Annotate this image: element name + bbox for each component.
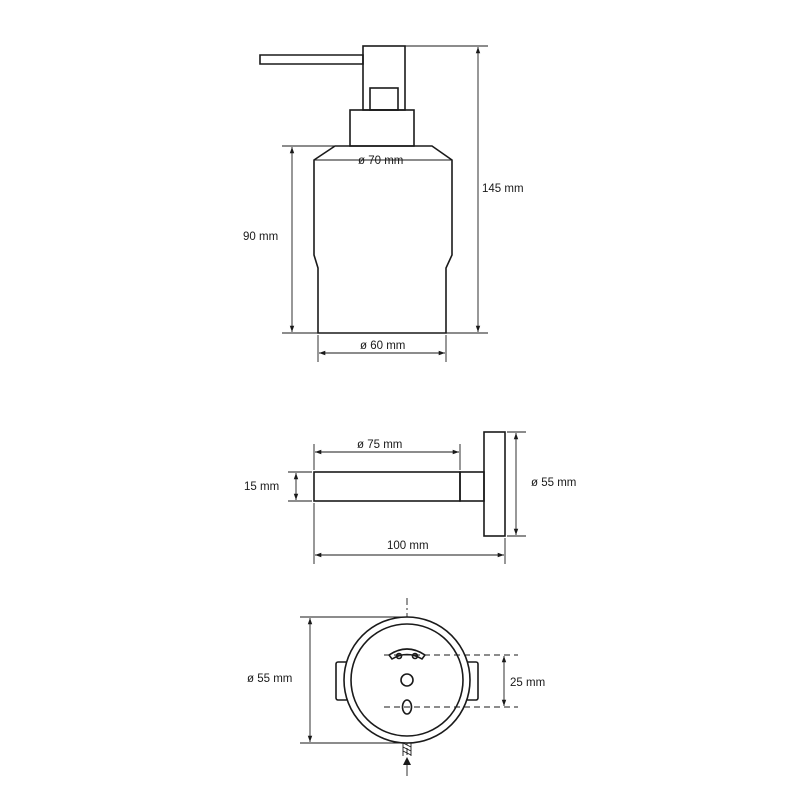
wall-flange (483, 431, 506, 537)
top-diameter-label: ø 70 mm (358, 155, 403, 167)
glass-height-label: 90 mm (243, 231, 278, 243)
height-label: 145 mm (482, 183, 524, 195)
screw-hole (401, 699, 413, 715)
ring-diameter-label: ø 75 mm (357, 439, 402, 451)
flange-diameter-label: ø 55 mm (531, 477, 576, 489)
ring-thickness-label: 15 mm (244, 481, 279, 493)
hole-spacing-label: 25 mm (510, 677, 545, 689)
side-view: ø 75 mm 15 mm ø 55 mm 100 mm (244, 431, 576, 564)
projection-label: 100 mm (387, 540, 429, 552)
ring-holder (313, 471, 461, 502)
front-view: 145 mm 90 mm ø 70 mm ø 60 mm (243, 45, 524, 362)
mounting-direction-arrow-icon (403, 757, 411, 776)
pump-collar (349, 109, 415, 147)
screw-icon (402, 742, 412, 756)
keyhole-slot (387, 648, 427, 661)
pump-spout (259, 54, 364, 65)
glass-body (313, 145, 453, 334)
wall-flange-diameter-label: ø 55 mm (247, 673, 292, 685)
wall-view: ø 55 mm 25 mm (247, 598, 545, 776)
pump-neck (369, 87, 399, 111)
flange-outer-circle (343, 616, 471, 744)
bottom-diameter-label: ø 60 mm (360, 340, 405, 352)
center-hole (400, 673, 414, 687)
flange-inner-circle (350, 623, 464, 737)
arm-connector (459, 471, 485, 502)
